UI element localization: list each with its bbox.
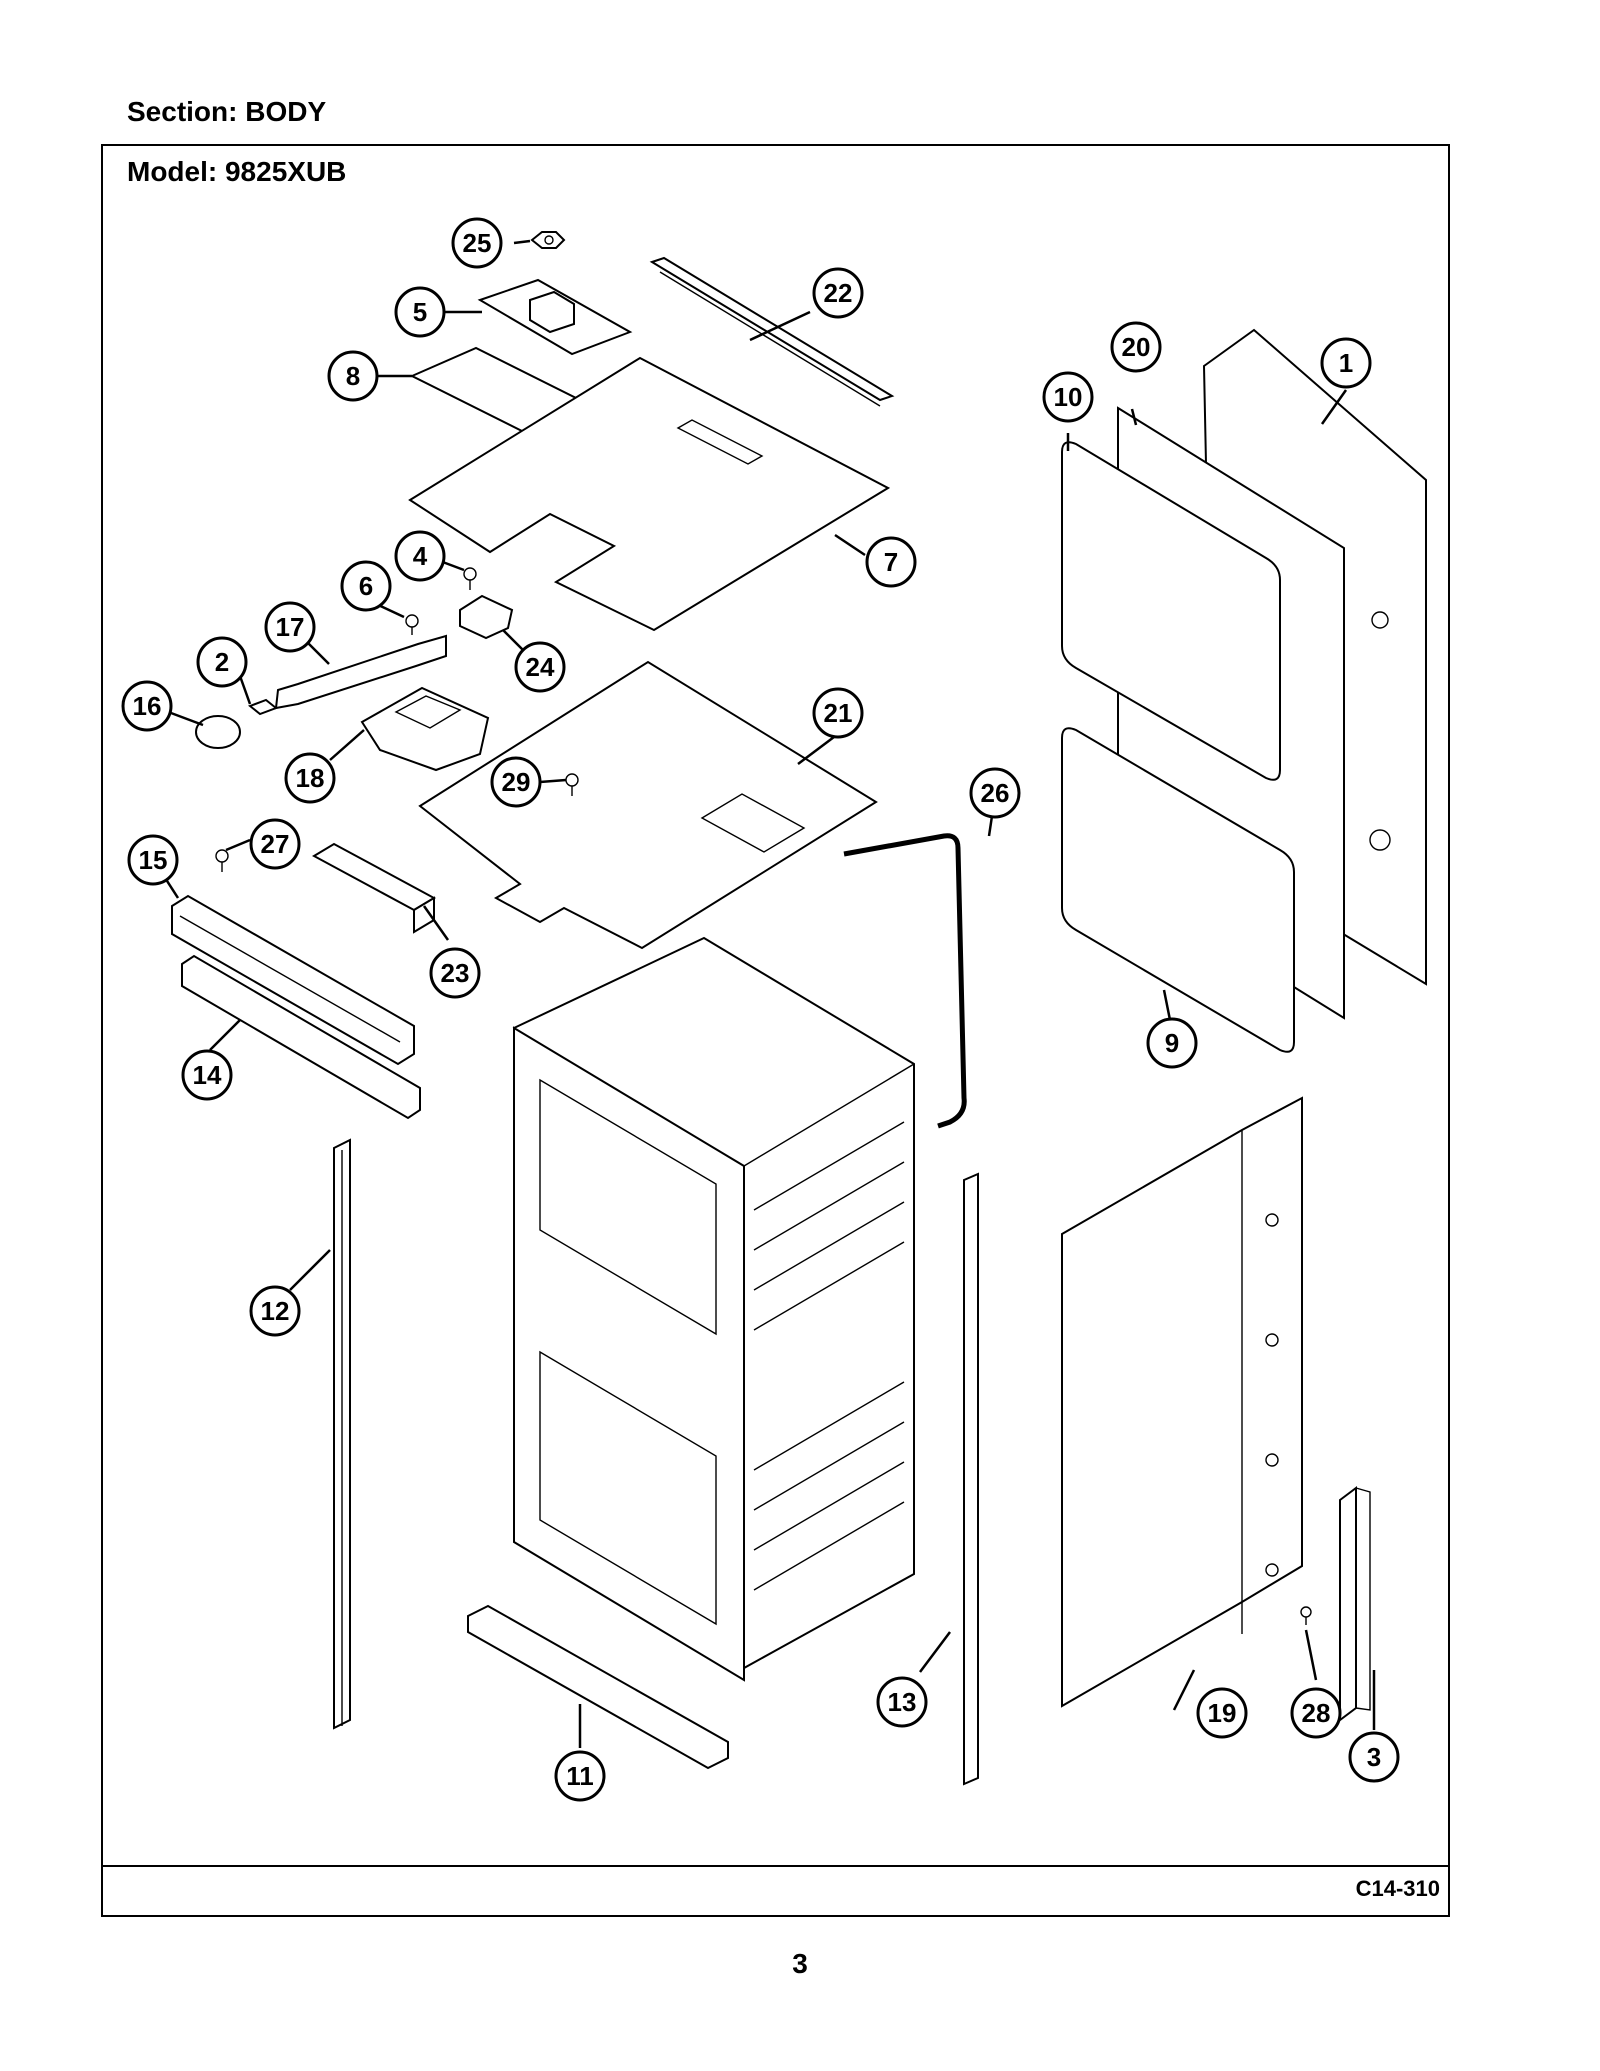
callout-18: 18	[284, 752, 336, 804]
part-24-hinge	[459, 594, 514, 640]
part-25-clip	[530, 231, 566, 249]
part-21-bottom-panel	[418, 660, 878, 950]
svg-text:17: 17	[276, 612, 305, 642]
callout-19: 19	[1196, 1687, 1248, 1739]
part-2-clip	[248, 698, 278, 716]
svg-text:26: 26	[981, 778, 1010, 808]
callout-27: 27	[249, 818, 301, 870]
svg-text:2: 2	[215, 647, 229, 677]
svg-text:8: 8	[346, 361, 360, 391]
part-17-lever	[274, 634, 447, 710]
model-title: Model: 9825XUB	[127, 156, 347, 187]
svg-text:3: 3	[1367, 1742, 1381, 1772]
part-18-latch	[360, 686, 490, 772]
part-11-strip	[467, 1604, 729, 1770]
part-13-strip	[963, 1172, 979, 1786]
svg-text:1: 1	[1339, 348, 1353, 378]
callout-14: 14	[181, 1049, 233, 1101]
svg-text:4: 4	[413, 541, 428, 571]
part-27-screw	[215, 849, 229, 872]
part-3-bracket	[1339, 1486, 1371, 1722]
callout-7: 7	[865, 536, 917, 588]
svg-text:13: 13	[888, 1687, 917, 1717]
svg-text:28: 28	[1302, 1698, 1331, 1728]
part-5-bracket	[477, 278, 633, 356]
callout-15: 15	[127, 834, 179, 886]
part-16-knob	[195, 715, 241, 749]
page-number: 3	[792, 1948, 808, 1979]
svg-text:20: 20	[1122, 332, 1151, 362]
callout-8: 8	[327, 350, 379, 402]
svg-text:21: 21	[824, 698, 853, 728]
callout-16: 16	[121, 680, 173, 732]
callout-11: 11	[554, 1750, 606, 1802]
callout-24: 24	[514, 641, 566, 693]
svg-text:22: 22	[824, 278, 853, 308]
callout-2: 2	[196, 636, 248, 688]
part-12-strip	[333, 1138, 351, 1730]
part-15-trim	[171, 894, 415, 1066]
svg-text:5: 5	[413, 297, 427, 327]
svg-text:7: 7	[884, 547, 898, 577]
svg-text:6: 6	[359, 571, 373, 601]
part-7-top-panel	[408, 356, 891, 632]
leader-lines	[154, 239, 1376, 1748]
callout-9: 9	[1146, 1017, 1198, 1069]
svg-text:10: 10	[1054, 382, 1083, 412]
oven-cavity-assembly	[512, 936, 915, 1682]
callout-17: 17	[264, 601, 316, 653]
svg-text:19: 19	[1208, 1698, 1237, 1728]
callout-13: 13	[876, 1676, 928, 1728]
svg-text:25: 25	[463, 228, 492, 258]
part-10-insulation	[1061, 441, 1281, 781]
callout-12: 12	[249, 1285, 301, 1337]
part-6-screw	[405, 614, 419, 635]
part-28-screw	[1300, 1606, 1312, 1625]
svg-text:27: 27	[261, 829, 290, 859]
part-26-tube	[843, 833, 967, 1129]
callout-20: 20	[1110, 321, 1162, 373]
svg-text:18: 18	[296, 763, 325, 793]
svg-text:9: 9	[1165, 1028, 1179, 1058]
callout-10: 10	[1042, 371, 1094, 423]
svg-text:12: 12	[261, 1296, 290, 1326]
part-9-insulation	[1061, 727, 1295, 1053]
callout-28: 28	[1290, 1687, 1342, 1739]
callout-25: 25	[451, 217, 503, 269]
callout-1: 1	[1320, 337, 1372, 389]
svg-text:24: 24	[526, 652, 555, 682]
callout-6: 6	[340, 560, 392, 612]
diagram-code: C14-310	[1355, 1876, 1440, 1901]
svg-text:15: 15	[139, 845, 168, 875]
callout-5: 5	[394, 286, 446, 338]
diagram-frame	[101, 144, 1450, 1917]
callout-26: 26	[969, 767, 1021, 819]
callout-3: 3	[1348, 1731, 1400, 1783]
callout-22: 22	[812, 267, 864, 319]
callout-21: 21	[812, 687, 864, 739]
part-19-side-panel	[1061, 1096, 1303, 1708]
svg-text:23: 23	[441, 958, 470, 988]
svg-text:29: 29	[502, 767, 531, 797]
part-14-trim	[181, 954, 421, 1120]
section-title: Section: BODY	[127, 96, 327, 127]
svg-text:14: 14	[193, 1060, 222, 1090]
svg-text:11: 11	[566, 1761, 594, 1791]
callout-29: 29	[490, 756, 542, 808]
callout-4: 4	[394, 530, 446, 582]
part-4-screw	[463, 567, 477, 590]
part-23-angle	[311, 842, 437, 934]
footer-divider	[101, 1865, 1450, 1867]
callout-23: 23	[429, 947, 481, 999]
svg-text:16: 16	[133, 691, 162, 721]
